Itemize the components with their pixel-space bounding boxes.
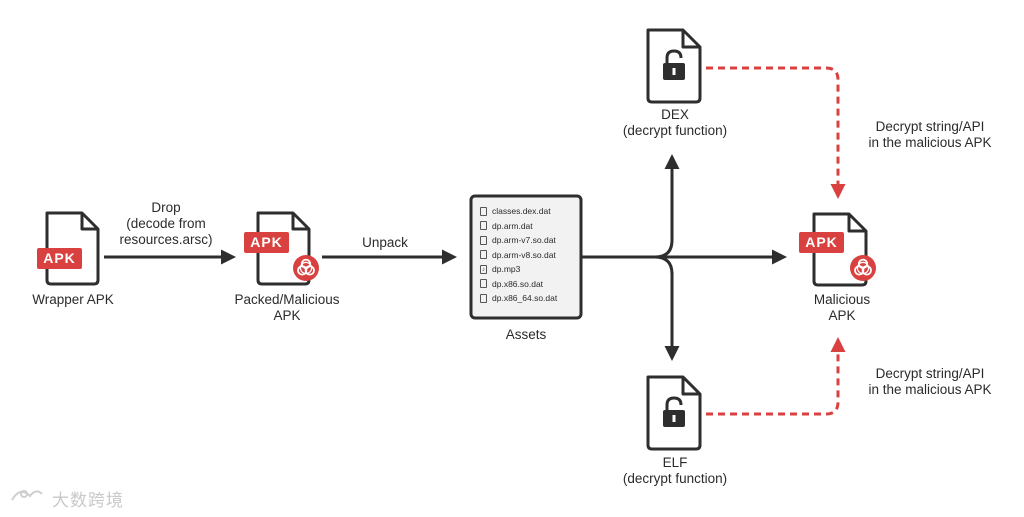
asset-file-item: dp.x86_64.so.dat xyxy=(480,291,578,306)
asset-file-name: dp.arm.dat xyxy=(492,220,533,231)
malicious-apk-label: Malicious APK xyxy=(790,292,894,324)
watermark-logo-icon xyxy=(11,490,43,501)
drop-label-line2: (decode from xyxy=(126,216,206,231)
malicious-biohazard-icon xyxy=(849,254,877,282)
asset-file-item: dp.arm.dat xyxy=(480,219,578,234)
wrapper-apk-badge: APK xyxy=(43,250,76,266)
assets-file-list: classes.dex.dat dp.arm.dat dp.arm-v7.so.da… xyxy=(480,204,578,306)
assets-label: Assets xyxy=(505,327,547,342)
asset-file-item: dp.x86.so.dat xyxy=(480,277,578,292)
elf-label-line2: (decrypt function) xyxy=(622,471,728,486)
unpack-label: Unpack xyxy=(362,235,408,250)
file-icon xyxy=(480,235,487,245)
packed-apk-label: Packed/Malicious APK xyxy=(212,292,362,324)
asset-file-item: dp.arm-v7.so.dat xyxy=(480,233,578,248)
packed-biohazard-icon xyxy=(292,254,320,282)
packed-apk-label-line2: APK xyxy=(273,308,301,323)
drop-label: Drop (decode from resources.arsc) xyxy=(100,200,232,248)
dex-label-line2: (decrypt function) xyxy=(622,123,728,138)
dex-label: DEX (decrypt function) xyxy=(600,107,750,139)
dex-decrypt-dashed-arrow xyxy=(706,66,846,199)
asset-file-name: dp.x86_64.so.dat xyxy=(492,293,558,304)
dex-padlock-icon xyxy=(663,49,685,80)
decrypt-top-label: Decrypt string/API in the malicious APK xyxy=(850,119,1010,151)
assets-box xyxy=(469,194,583,320)
file-icon xyxy=(480,293,487,303)
decrypt-top-line1: Decrypt string/API xyxy=(875,119,985,134)
decrypt-bottom-label: Decrypt string/API in the malicious APK xyxy=(850,366,1010,398)
packed-apk-label-line1: Packed/Malicious xyxy=(234,292,340,307)
elf-label: ELF (decrypt function) xyxy=(600,455,750,487)
asset-file-name: dp.arm-v8.so.dat xyxy=(492,249,556,260)
elf-label-line1: ELF xyxy=(662,455,688,470)
wrapper-apk-icon xyxy=(37,211,100,286)
decrypt-top-line2: in the malicious APK xyxy=(868,135,992,150)
asset-file-name: dp.mp3 xyxy=(492,264,521,275)
asset-file-name: dp.arm-v7.so.dat xyxy=(492,235,556,246)
asset-file-name: classes.dex.dat xyxy=(492,206,551,217)
asset-file-item: classes.dex.dat xyxy=(480,204,578,219)
malicious-apk-label-line1: Malicious xyxy=(813,292,871,307)
wrapper-apk-label: Wrapper APK xyxy=(32,292,114,307)
elf-decrypt-dashed-arrow xyxy=(706,337,846,416)
asset-file-item: ♪ dp.mp3 xyxy=(480,262,578,277)
drop-label-line3: resources.arsc) xyxy=(119,232,213,247)
decrypt-bottom-line2: in the malicious APK xyxy=(868,382,992,397)
packed-apk-badge: APK xyxy=(250,234,283,250)
file-icon xyxy=(480,206,487,216)
elf-padlock-icon xyxy=(663,396,685,427)
dex-label-line1: DEX xyxy=(661,107,689,122)
asset-file-name: dp.x86.so.dat xyxy=(492,278,544,289)
decrypt-bottom-line1: Decrypt string/API xyxy=(875,366,985,381)
file-icon xyxy=(480,279,487,289)
watermark-text: 大数跨境 xyxy=(52,491,124,511)
asset-file-item: dp.arm-v8.so.dat xyxy=(480,248,578,263)
malicious-apk-label-line2: APK xyxy=(828,308,856,323)
file-icon xyxy=(480,221,487,231)
file-icon xyxy=(480,250,487,260)
audio-file-icon: ♪ xyxy=(480,264,487,274)
malicious-apk-badge: APK xyxy=(805,234,838,250)
branch-curve xyxy=(654,239,674,275)
drop-label-line1: Drop xyxy=(151,200,181,215)
